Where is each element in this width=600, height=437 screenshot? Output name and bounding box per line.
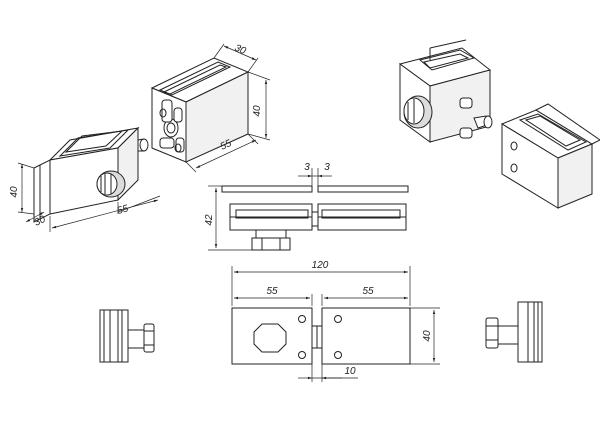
dim-iso-center-height: 40	[252, 105, 263, 117]
dim-plan-total: 120	[312, 260, 329, 271]
dims-front-view: 3 3 42	[204, 162, 332, 251]
dim-iso-center-depth: 30	[233, 43, 248, 58]
plan-view	[231, 307, 411, 365]
iso-clamp-right-left	[398, 39, 493, 143]
dims-iso-left: 40 30 55	[9, 162, 161, 232]
side-view-left	[99, 309, 155, 363]
dim-front-height: 42	[204, 214, 215, 226]
dim-iso-left-depth: 30	[33, 214, 48, 229]
dims-iso-center: 30 40 55	[185, 43, 271, 173]
iso-clamp-right-right	[500, 103, 600, 209]
side-view-right	[485, 301, 543, 363]
dim-plan-gap: 10	[344, 366, 356, 377]
dim-plan-height: 40	[422, 330, 433, 342]
dims-plan-view: 120 55 55 40 10	[231, 260, 440, 382]
dim-front-gap-left: 3	[304, 162, 310, 173]
iso-clamp-left-back	[150, 57, 250, 163]
dim-iso-left-height: 40	[9, 186, 20, 198]
iso-clamp-left-front	[33, 126, 149, 223]
dim-iso-center-width: 55	[219, 138, 234, 153]
dim-plan-right: 55	[362, 286, 374, 297]
dim-plan-left: 55	[266, 286, 278, 297]
dim-iso-left-width: 55	[116, 203, 130, 217]
front-view	[221, 185, 409, 251]
dim-front-gap-right: 3	[324, 162, 330, 173]
